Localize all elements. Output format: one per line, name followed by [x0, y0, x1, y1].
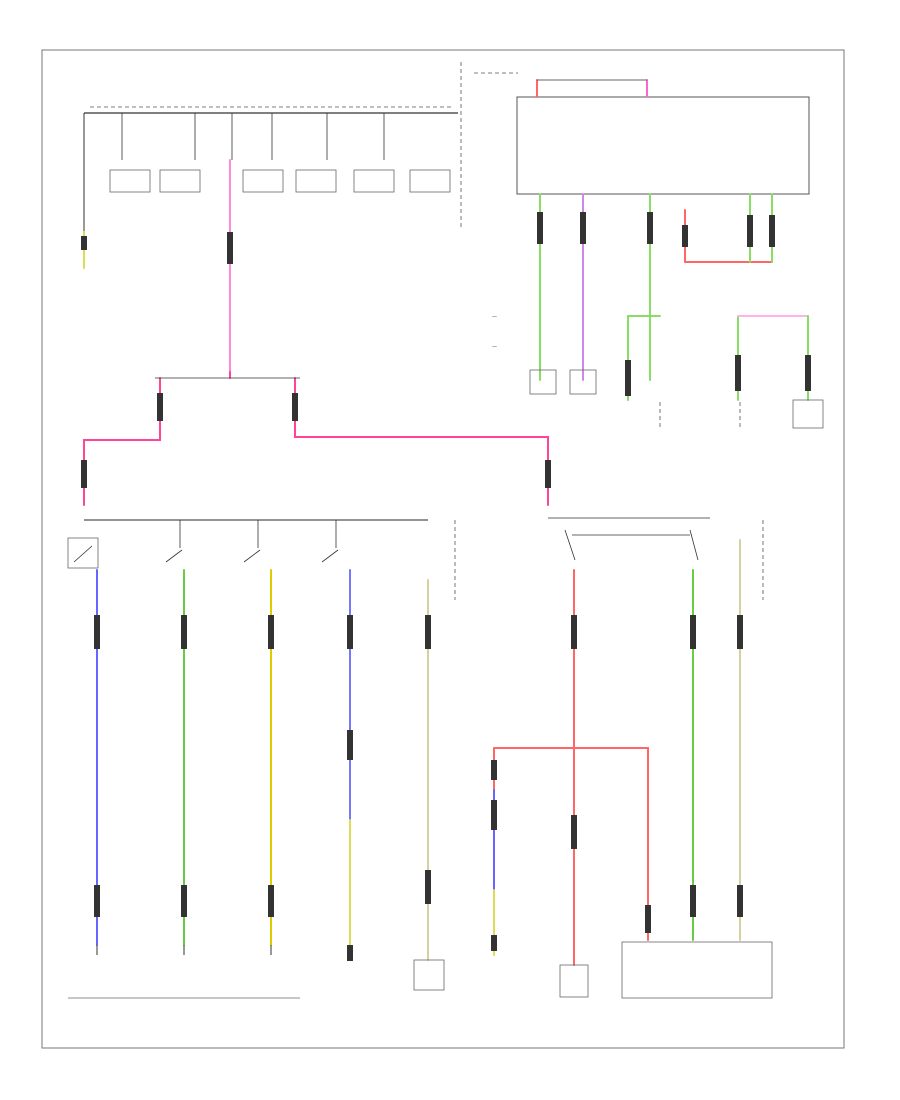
relay-switch	[67, 537, 99, 569]
right-fuse-block-box	[516, 96, 810, 195]
fuse-symbol	[109, 169, 451, 193]
svg-text:—: —	[492, 344, 497, 350]
connector	[227, 232, 233, 264]
switch-contacts	[165, 517, 710, 563]
wire-pink-main-harness	[83, 371, 549, 506]
bottom-left-module	[68, 945, 300, 999]
wire-red-loop	[493, 747, 575, 791]
component-box	[559, 964, 589, 998]
wire-red-branch	[573, 747, 649, 941]
bottom-right-module	[621, 941, 773, 999]
diagram-frame	[41, 49, 845, 1049]
svg-text:—: —	[492, 314, 497, 320]
right-fuse-block	[474, 72, 810, 195]
component-box	[413, 959, 445, 991]
left-fuse-block	[83, 62, 462, 232]
module-box	[529, 369, 557, 395]
connector	[81, 236, 87, 250]
